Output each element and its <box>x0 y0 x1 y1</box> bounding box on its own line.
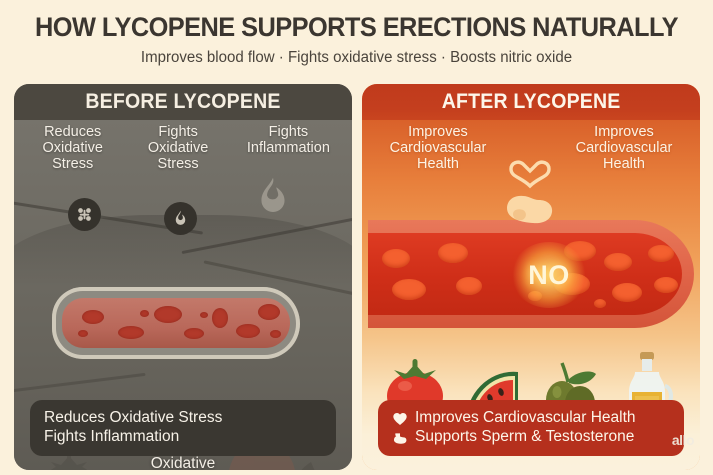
after-label-2: Improves Cardiovascular Health <box>575 124 673 173</box>
after-lycopene-panel: NO <box>362 84 700 470</box>
red-blood-cell <box>140 310 149 317</box>
red-blood-cell <box>236 324 260 338</box>
page-title: HOW LYCOPENE SUPPORTS ERECTIONS NATURALL… <box>35 12 679 42</box>
before-caption-text-2: Fights Inflammation <box>44 428 180 446</box>
arm-contour-line-4 <box>14 372 146 395</box>
narrowed-blood-vessel <box>52 287 300 359</box>
red-blood-cell <box>604 253 632 271</box>
before-label-1: Reduces Oxidative Stress <box>42 124 103 173</box>
heart-bicep-icon <box>501 160 559 226</box>
oxidative-stress-label: Oxidative Stress <box>150 455 216 470</box>
after-label-1: Improves Cardiovascular Health <box>389 124 487 173</box>
red-blood-cell <box>270 330 281 338</box>
allo-watermark: allo <box>671 432 695 448</box>
before-caption-line-2: Fights Inflammation <box>44 428 322 447</box>
nitric-oxide-badge: NO <box>511 242 587 308</box>
after-panel-heading: AFTER LYCOPENE <box>362 84 700 120</box>
flame-icon-badge <box>164 202 197 235</box>
after-caption-text-2: Supports Sperm & Testosterone <box>415 428 635 446</box>
red-blood-cell <box>154 306 182 323</box>
red-blood-cell <box>648 245 674 262</box>
red-blood-cell <box>82 310 104 324</box>
before-label-2: Fights Oxidative Stress <box>147 124 209 173</box>
red-blood-cell <box>212 308 228 328</box>
flame-icon-large <box>252 172 294 222</box>
before-caption-text-1: Reduces Oxidative Stress <box>44 409 223 427</box>
before-label-3: Fights Inflammation <box>246 124 330 157</box>
red-blood-cell <box>382 249 410 268</box>
heart-icon <box>392 411 408 427</box>
before-caption-line-1: Reduces Oxidative Stress <box>44 409 322 428</box>
after-panel-labels: Improves Cardiovascular Health Improves … <box>362 124 700 173</box>
red-blood-cell <box>118 326 144 339</box>
before-panel-heading-text: BEFORE LYCOPENE <box>85 90 281 113</box>
red-blood-cell <box>438 243 468 263</box>
after-caption-box: Improves Cardiovascular Health Supports … <box>378 400 684 456</box>
red-blood-cell <box>594 299 606 308</box>
before-panel-labels: Reduces Oxidative Stress Fights Oxidativ… <box>14 124 352 173</box>
vessel-lumen <box>62 298 290 348</box>
page-subtitle: Improves blood flow · Fights oxidative s… <box>140 49 573 67</box>
before-caption-box: Reduces Oxidative Stress Fights Inflamma… <box>30 400 336 456</box>
red-blood-cell <box>200 312 208 318</box>
after-caption-text-1: Improves Cardiovascular Health <box>415 409 636 427</box>
red-blood-cell <box>654 277 678 293</box>
after-panel-heading-text: AFTER LYCOPENE <box>441 90 621 113</box>
red-blood-cell <box>392 279 426 300</box>
before-lycopene-panel: Oxidative Stress BEFORE LYCOPENE Reduces… <box>14 84 352 470</box>
molecule-icon <box>68 198 101 231</box>
red-blood-cell <box>184 328 204 339</box>
healthy-blood-vessel: NO <box>368 220 694 328</box>
after-caption-line-1: Improves Cardiovascular Health <box>392 409 670 428</box>
bicep-icon <box>392 430 408 446</box>
red-blood-cell <box>612 283 642 302</box>
after-caption-line-2: Supports Sperm & Testosterone <box>392 428 670 447</box>
before-panel-background: Oxidative Stress <box>14 120 352 470</box>
header: HOW LYCOPENE SUPPORTS ERECTIONS NATURALL… <box>0 0 713 80</box>
red-blood-cell <box>78 330 88 337</box>
before-panel-heading: BEFORE LYCOPENE <box>14 84 352 120</box>
nitric-oxide-label: NO <box>528 259 570 290</box>
leaf-silhouette-icon <box>282 458 340 470</box>
red-blood-cell <box>456 277 482 295</box>
red-blood-cell <box>258 304 280 320</box>
